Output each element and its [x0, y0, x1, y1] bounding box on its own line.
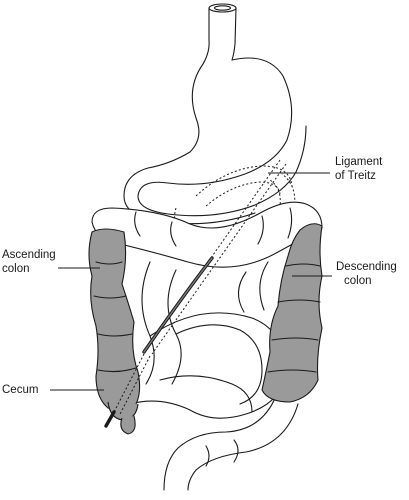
ligament-of-treitz-label-line2: of Treitz — [335, 170, 376, 182]
cecum-label: Cecum — [2, 383, 38, 397]
stomach — [123, 57, 307, 225]
descending-colon-label-line1: Descending — [336, 261, 397, 273]
ascending-colon-label-line1: Ascending — [2, 249, 56, 261]
endoscope-tube — [104, 159, 287, 428]
descending-colon-label: Descending colon — [336, 260, 397, 288]
descending-colon-label-line2: colon — [344, 275, 372, 287]
ascending-colon-shape — [88, 228, 141, 411]
cecum-label-line1: Cecum — [2, 384, 39, 396]
ascending-colon-label-line2: colon — [2, 263, 30, 275]
transverse-colon — [91, 201, 323, 268]
descending-colon-shape — [261, 223, 323, 403]
esophagus — [202, 3, 237, 65]
sigmoid-rectum — [163, 395, 299, 491]
ligament-of-treitz-label: Ligament of Treitz — [335, 155, 382, 183]
cecum-shape — [107, 401, 139, 435]
ascending-colon-label: Ascending colon — [2, 248, 56, 276]
ligament-of-treitz-label-line1: Ligament — [335, 156, 383, 168]
